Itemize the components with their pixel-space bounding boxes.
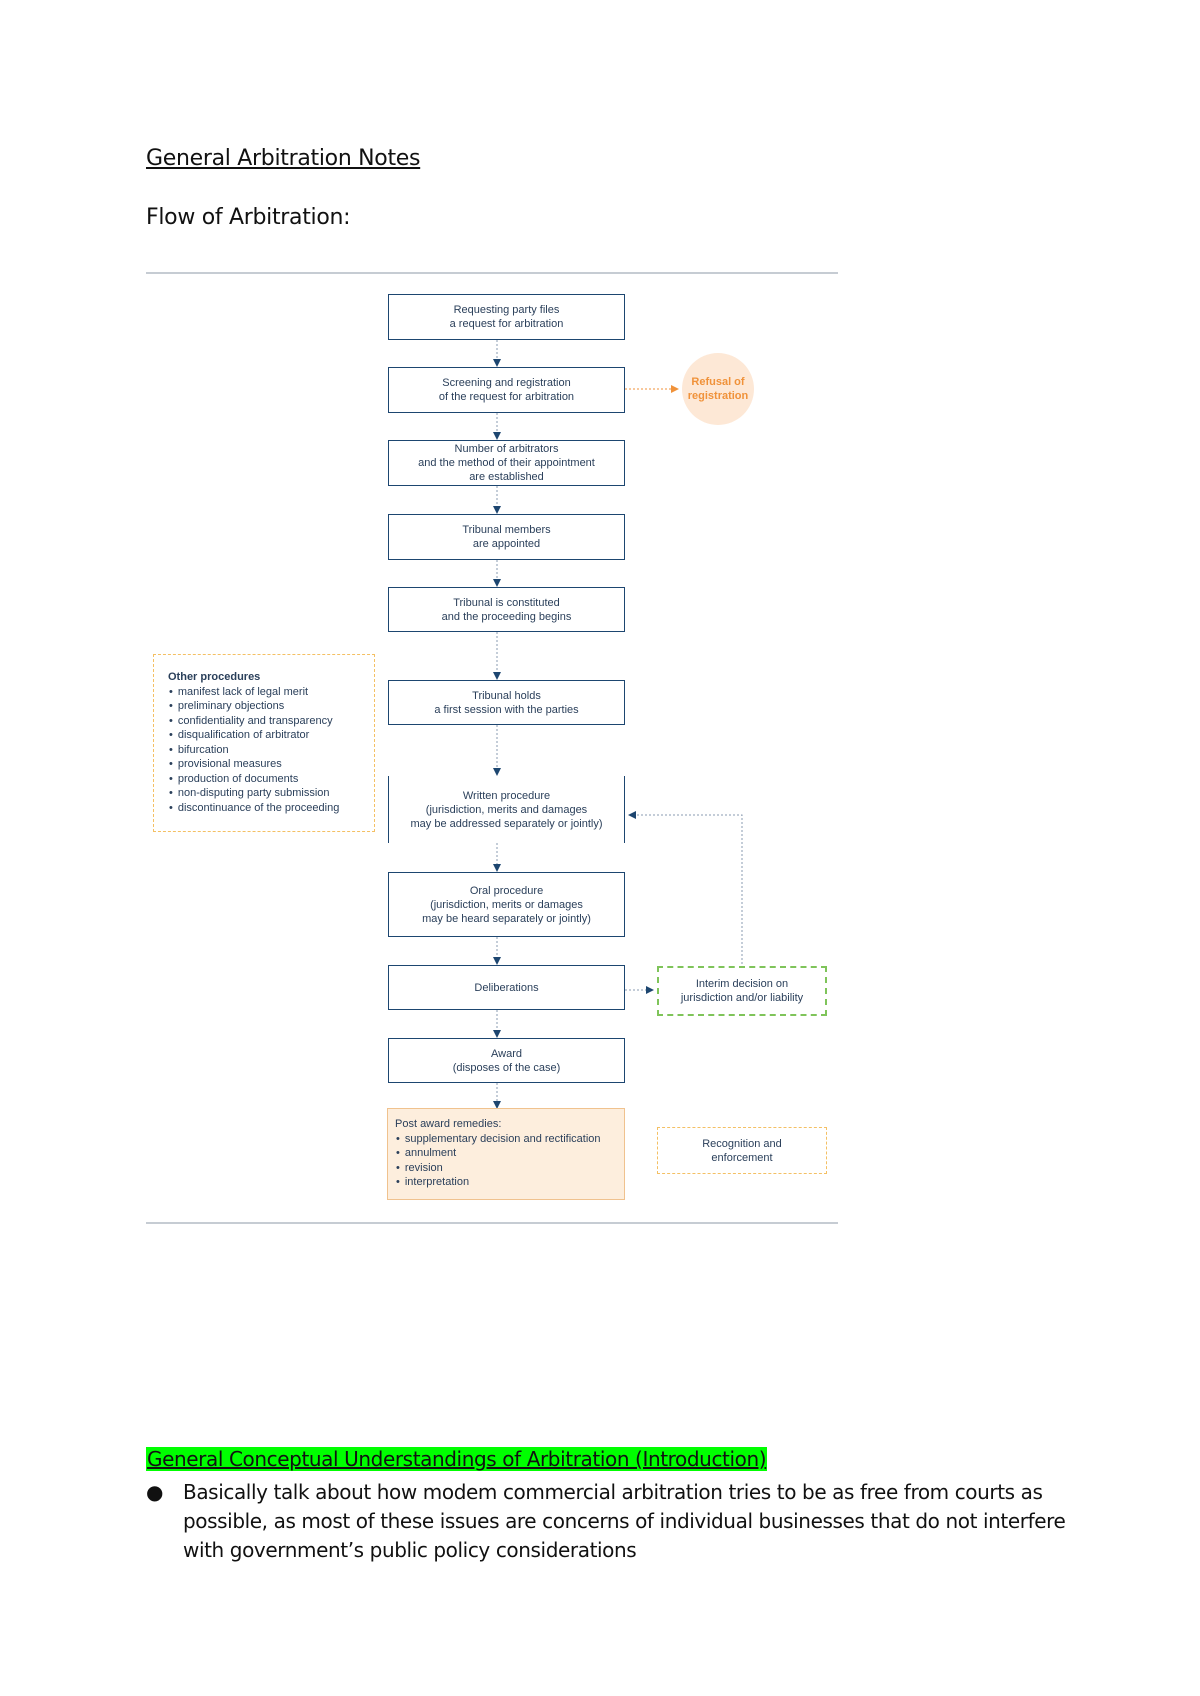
refusal-of-registration: Refusal of registration [682,353,754,425]
list-item: discontinuance of the proceeding [178,801,364,816]
post-award-remedies-box: Post award remedies: supplementary decis… [387,1108,625,1200]
bullet-icon: ● [146,1480,164,1504]
other-procedures-box: Other procedures manifest lack of legal … [153,654,375,832]
document-title: General Arbitration Notes [146,146,421,171]
list-item: preliminary objections [178,699,364,714]
post-award-list: supplementary decision and rectification… [395,1132,620,1190]
step-first-session: Tribunal holds a first session with the … [388,680,625,725]
other-procedures-list: manifest lack of legal meritpreliminary … [168,685,364,816]
list-item: annulment [405,1146,620,1161]
recognition-enforcement-box: Recognition and enforcement [657,1127,827,1174]
post-award-heading: Post award remedies: [395,1118,502,1130]
step-written-procedure: Written procedure (jurisdiction, merits … [388,776,625,843]
bottom-divider [146,1222,838,1224]
step-tribunal-members: Tribunal members are appointed [388,514,625,560]
connector-interim-return [628,811,743,964]
list-item: manifest lack of legal merit [178,685,364,700]
step-request: Requesting party files a request for arb… [388,294,625,340]
list-item: disqualification of arbitrator [178,728,364,743]
step-tribunal-constituted: Tribunal is constituted and the proceedi… [388,587,625,632]
step-oral-procedure: Oral procedure (jurisdiction, merits or … [388,872,625,937]
step-screening: Screening and registration of the reques… [388,367,625,413]
section-heading: General Conceptual Understandings of Arb… [146,1447,768,1471]
step-award: Award (disposes of the case) [388,1038,625,1083]
list-item: revision [405,1161,620,1176]
step-deliberations: Deliberations [388,965,625,1010]
list-item: provisional measures [178,757,364,772]
other-procedures-heading: Other procedures [168,671,261,683]
list-item: confidentiality and transparency [178,714,364,729]
document-subtitle: Flow of Arbitration: [146,205,351,230]
list-item: bifurcation [178,743,364,758]
list-item: production of documents [178,772,364,787]
list-item: interpretation [405,1175,620,1190]
top-divider [146,272,838,274]
bullet-text: Basically talk about how modem commercia… [183,1480,1066,1562]
step-number-of-arbitrators: Number of arbitrators and the method of … [388,440,625,486]
list-item: supplementary decision and rectification [405,1132,620,1147]
interim-decision-box: Interim decision on jurisdiction and/or … [657,966,827,1016]
list-item: non-disputing party submission [178,786,364,801]
bullet-item: ● Basically talk about how modem commerc… [146,1478,1076,1565]
